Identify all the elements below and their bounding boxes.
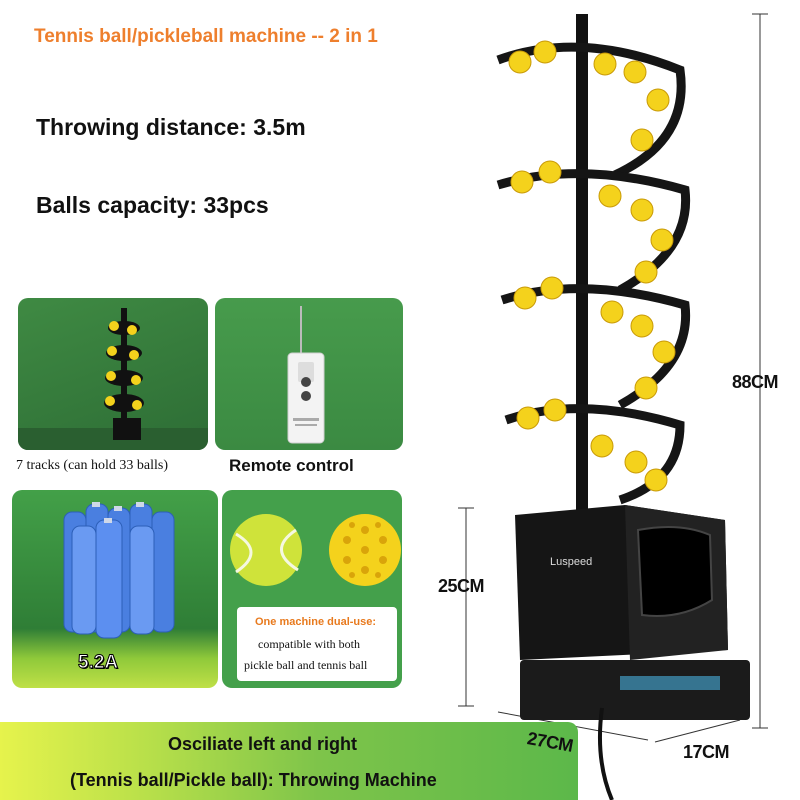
throwing-distance-spec: Throwing distance: 3.5m bbox=[36, 114, 306, 140]
remote-photo-panel bbox=[215, 298, 403, 450]
battery-rating-label: 5.2A bbox=[77, 652, 119, 674]
tracks-caption: 7 tracks (can hold 33 balls) bbox=[16, 458, 169, 473]
footer-line2: (Tennis ball/Pickle ball): Throwing Mach… bbox=[70, 770, 437, 790]
dual-use-line2: pickle ball and tennis ball bbox=[244, 658, 368, 672]
tracks-photo-panel bbox=[18, 298, 208, 450]
footer-line1: Osciliate left and right bbox=[168, 734, 358, 754]
battery-cells-icon bbox=[63, 502, 175, 639]
footer-banner bbox=[0, 722, 578, 800]
battery-photo-panel bbox=[12, 490, 218, 688]
remote-control-icon bbox=[287, 306, 325, 444]
width-dimension: 17CM bbox=[683, 742, 730, 762]
tennis-ball-icon bbox=[230, 514, 302, 586]
total-height-dimension: 88CM bbox=[732, 372, 779, 392]
remote-caption: Remote control bbox=[229, 456, 354, 475]
dual-use-line1: compatible with both bbox=[258, 637, 360, 651]
ball-machine-illustration: Luspeed bbox=[458, 13, 768, 800]
base-height-dimension: 25CM bbox=[438, 576, 485, 596]
dual-use-box bbox=[237, 607, 397, 681]
spiral-tower-thumbnail bbox=[18, 308, 208, 450]
page-title: Tennis ball/pickleball machine -- 2 in 1 bbox=[34, 26, 378, 47]
ball-capacity-spec: Balls capacity: 33pcs bbox=[36, 192, 269, 218]
balls-illustration bbox=[230, 514, 401, 586]
dual-use-title: One machine dual-use: bbox=[255, 616, 377, 628]
machine-brand: Luspeed bbox=[550, 556, 592, 568]
